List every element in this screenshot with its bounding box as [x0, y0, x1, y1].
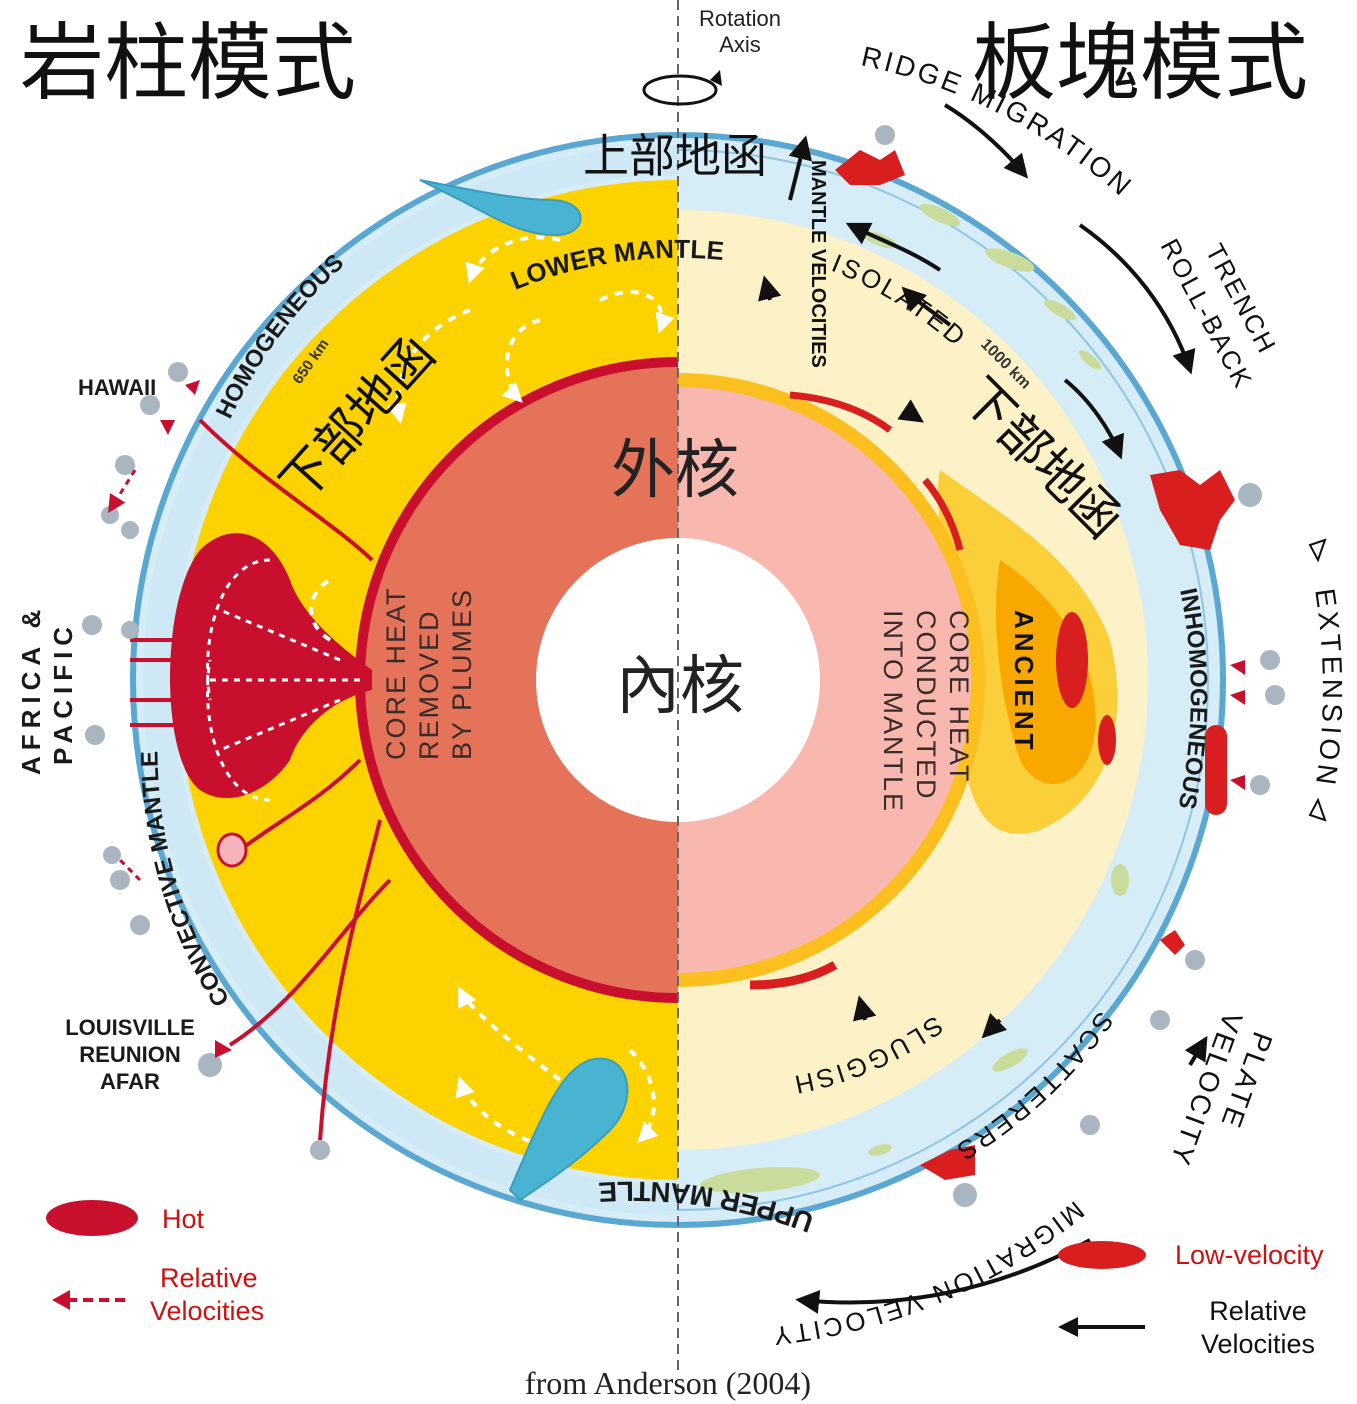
rotation-label-2: Axis — [719, 32, 761, 57]
legend-relvel-right-1: Relative — [1209, 1296, 1307, 1326]
rotation-axis-icon — [642, 0, 722, 1370]
hotspot-markers — [82, 125, 1285, 1207]
extension-arrows — [1308, 538, 1327, 822]
plume-head-small — [216, 832, 248, 868]
outer-core-cn: 外核 — [611, 434, 739, 508]
rotation-label-1: Rotation — [699, 6, 781, 31]
legend-hot-label: Hot — [162, 1204, 205, 1234]
core-heat-conducted-group: CORE HEAT CONDUCTED INTO MANTLE — [878, 610, 974, 813]
upper-mantle-band — [143, 145, 678, 1215]
africa-pacific-label-2: PACIFIC — [48, 621, 78, 765]
legend-red-dashed-arrow-icon — [52, 1290, 125, 1310]
plume-conduits — [130, 418, 392, 1141]
svg-text:CONDUCTED: CONDUCTED — [911, 610, 941, 801]
legend-relvel-left-2: Velocities — [150, 1296, 264, 1326]
reunion-label: REUNION — [79, 1042, 180, 1067]
slab-top — [419, 179, 582, 237]
credit-text: from Anderson (2004) — [525, 1365, 811, 1401]
hawaii-label: HAWAII — [78, 375, 156, 400]
legend-low-velocity-label: Low-velocity — [1175, 1240, 1324, 1270]
legend-left: Hot Relative Velocities — [46, 1200, 264, 1326]
title-right: 板塊模式 — [972, 14, 1308, 112]
plume-mushroom — [170, 533, 372, 802]
inner-core-cn: 內核 — [616, 650, 744, 724]
title-left: 岩柱模式 — [20, 14, 356, 112]
legend-low-velocity-swatch — [1058, 1241, 1146, 1269]
migration-velocity-label: MIGRATION VELOCITY — [769, 1195, 1090, 1351]
core-heat-removed-group: CORE HEAT REMOVED BY PLUMES — [381, 586, 477, 760]
mantle-velocities-label: MANTLE VELOCITIES — [807, 160, 829, 368]
svg-text:REMOVED: REMOVED — [414, 609, 444, 760]
outer-core — [355, 357, 985, 1003]
legend-hot-swatch — [46, 1200, 138, 1236]
legend-right: Low-velocity Relative Velocities — [1058, 1240, 1324, 1359]
svg-text:BY PLUMES: BY PLUMES — [447, 588, 477, 760]
louisville-label: LOUISVILLE — [65, 1015, 195, 1040]
legend-black-arrow-icon — [1058, 1317, 1145, 1337]
right-hot-patches — [835, 150, 1235, 1180]
svg-text:INTO MANTLE: INTO MANTLE — [878, 610, 908, 813]
legend-relvel-right-2: Velocities — [1201, 1329, 1315, 1359]
svg-text:CORE HEAT: CORE HEAT — [381, 586, 411, 760]
extension-label: EXTENSION — [1309, 586, 1348, 790]
svg-text:CORE HEAT: CORE HEAT — [944, 610, 974, 784]
ancient-label: ANCIENT — [1009, 610, 1039, 754]
afar-label: AFAR — [100, 1069, 160, 1094]
slab-bottom — [508, 1057, 629, 1202]
upper-mantle-cn: 上部地函 — [583, 129, 767, 183]
right-velocity-arrows — [758, 103, 1208, 1314]
legend-relvel-left-1: Relative — [160, 1263, 258, 1293]
africa-pacific-label-1: AFRICA & — [16, 604, 46, 775]
